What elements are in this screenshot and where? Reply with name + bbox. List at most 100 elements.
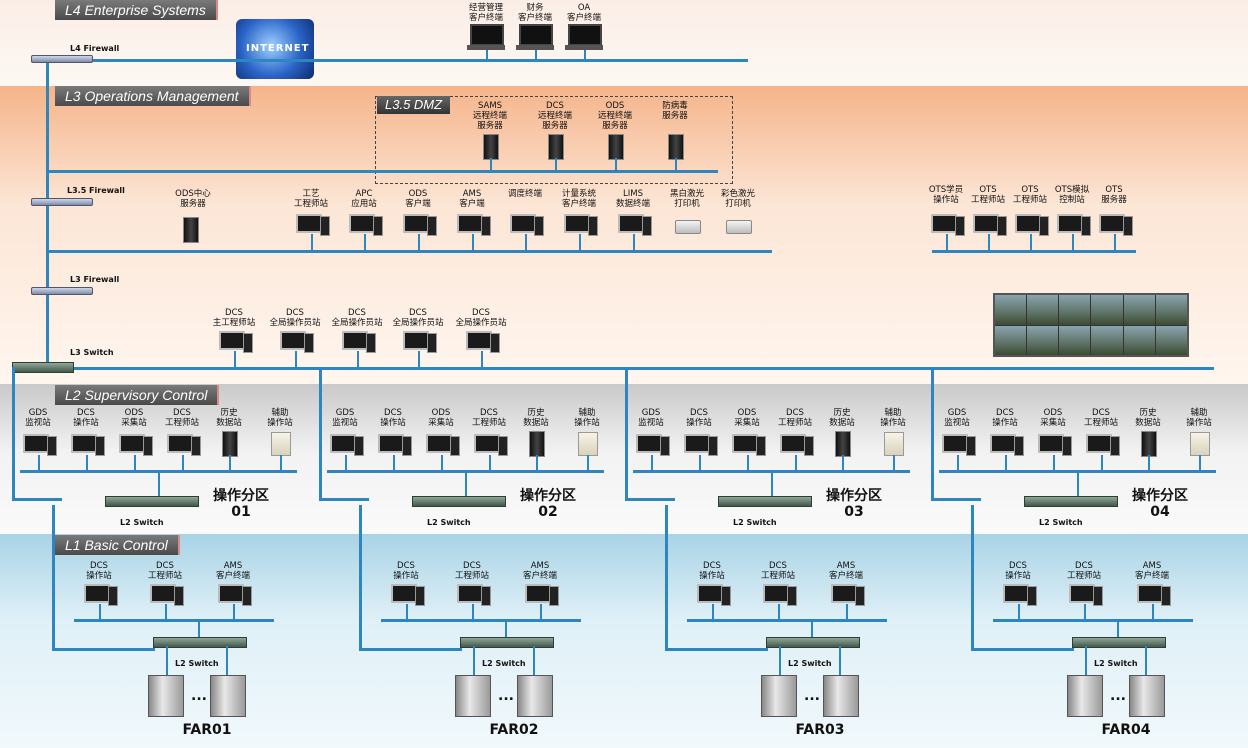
zone-uplink-bus (625, 498, 675, 501)
zone-uplink-bus (12, 498, 62, 501)
workstation-icon (1003, 584, 1037, 606)
drop-line (1117, 620, 1119, 640)
far-label: FAR04 (1101, 722, 1151, 738)
far-cabinet-icon (455, 675, 491, 717)
laptop-keyboard-icon (467, 45, 505, 50)
workstation-icon (1038, 434, 1072, 456)
l3-station-label: AMS 客户端 (459, 189, 485, 209)
drop-line (778, 604, 780, 620)
l1-uplink-line (359, 505, 362, 650)
l2-switch-label: L2 Switch (788, 659, 832, 668)
tower-icon (708, 436, 718, 456)
workstation-icon (218, 584, 252, 606)
monitor-icon (349, 214, 375, 233)
l3-firewall-label: L3 Firewall (70, 275, 120, 284)
tower-icon (242, 586, 252, 606)
zone-id: 02 (538, 504, 558, 520)
monitor-icon (684, 434, 710, 453)
l35-firewall-label: L3.5 Firewall (67, 186, 125, 195)
tower-icon (108, 586, 118, 606)
drop-line (234, 351, 236, 368)
tower-icon (966, 436, 976, 456)
drop-line (525, 234, 527, 251)
zone-station-label: ODS 采集站 (1040, 408, 1066, 428)
dmz-server-label: 防病毒 服务器 (662, 101, 688, 121)
layer-l2-band (0, 384, 1248, 534)
tower-icon (373, 216, 383, 236)
l2-switch-label: L2 Switch (1039, 518, 1083, 527)
dmz-title: L3.5 DMZ (377, 96, 451, 114)
ellipsis-text: ... (1110, 688, 1126, 704)
drop-line (1084, 604, 1086, 620)
drop-line (555, 158, 557, 171)
monitor-icon (150, 584, 176, 603)
l2-switch-label: L2 Switch (427, 518, 471, 527)
l1-uplink-bus (52, 648, 155, 651)
drop-line (473, 646, 475, 676)
far-cabinet-icon (761, 675, 797, 717)
drop-line (505, 620, 507, 640)
drop-line (134, 455, 136, 471)
l2-switch-label: L2 Switch (175, 659, 219, 668)
dmz-server-label: ODS 远程终端 服务器 (597, 101, 633, 131)
tower-icon (660, 436, 670, 456)
workstation-icon (23, 434, 57, 456)
zone-name: 操作分区 (826, 488, 882, 504)
tower-icon (955, 216, 965, 236)
tower-icon (191, 436, 201, 456)
tower-icon (1081, 216, 1091, 236)
zone-station-label: 历史 数据站 (523, 408, 549, 428)
drop-line (1148, 455, 1150, 471)
l1-uplink-bus (359, 648, 462, 651)
monitor-icon (219, 331, 245, 350)
drop-line (465, 471, 467, 497)
tower-icon (243, 333, 253, 353)
zone-station-label: ODS 采集站 (734, 408, 760, 428)
monitor-icon (167, 434, 193, 453)
monitor-icon (763, 584, 789, 603)
workstation-icon (697, 584, 731, 606)
zone-name: 操作分区 (213, 488, 269, 504)
drop-line (345, 455, 347, 471)
workstation-icon (618, 214, 652, 236)
drop-line (1005, 455, 1007, 471)
monitor-icon (831, 584, 857, 603)
l3-station-label: 工艺 工程师站 (293, 189, 329, 209)
dmz-bus (46, 170, 718, 173)
l1-station-label: DCS 操作站 (1005, 561, 1031, 581)
zone-uplink-line (931, 367, 934, 500)
monitor-icon (403, 214, 429, 233)
ods-center-label: ODS中心 服务器 (175, 189, 211, 209)
workstation-icon (280, 331, 314, 353)
printer-icon (675, 220, 701, 234)
monitor-icon (780, 434, 806, 453)
drop-line (99, 604, 101, 620)
monitor-icon (218, 584, 244, 603)
workstation-icon (1015, 214, 1049, 236)
tower-icon (588, 216, 598, 236)
monitor-icon (378, 434, 404, 453)
zone-station-label: 辅助 操作站 (880, 408, 906, 428)
workstation-icon (71, 434, 105, 456)
workstation-icon (763, 584, 797, 606)
monitor-icon (931, 214, 957, 233)
dcs-l3-station-label: DCS 全局操作员站 (392, 308, 444, 328)
drop-line (633, 234, 635, 251)
drop-line (839, 646, 841, 676)
monitor-icon (1086, 434, 1112, 453)
l1-station-label: AMS 客户终端 (1134, 561, 1170, 581)
ots-station-label: OTS 工程师站 (1012, 185, 1048, 205)
far-label: FAR01 (182, 722, 232, 738)
drop-line (893, 455, 895, 471)
monitor-icon (457, 584, 483, 603)
l3-station-label: ODS 客户端 (405, 189, 431, 209)
monitor-icon (732, 434, 758, 453)
l1-bus (993, 619, 1193, 622)
drop-line (651, 455, 653, 471)
monitor-icon (342, 331, 368, 350)
monitor-icon (296, 214, 322, 233)
l1-station-label: DCS 工程师站 (760, 561, 796, 581)
auxiliary-panel-icon (578, 432, 598, 456)
zone-station-label: DCS 工程师站 (777, 408, 813, 428)
